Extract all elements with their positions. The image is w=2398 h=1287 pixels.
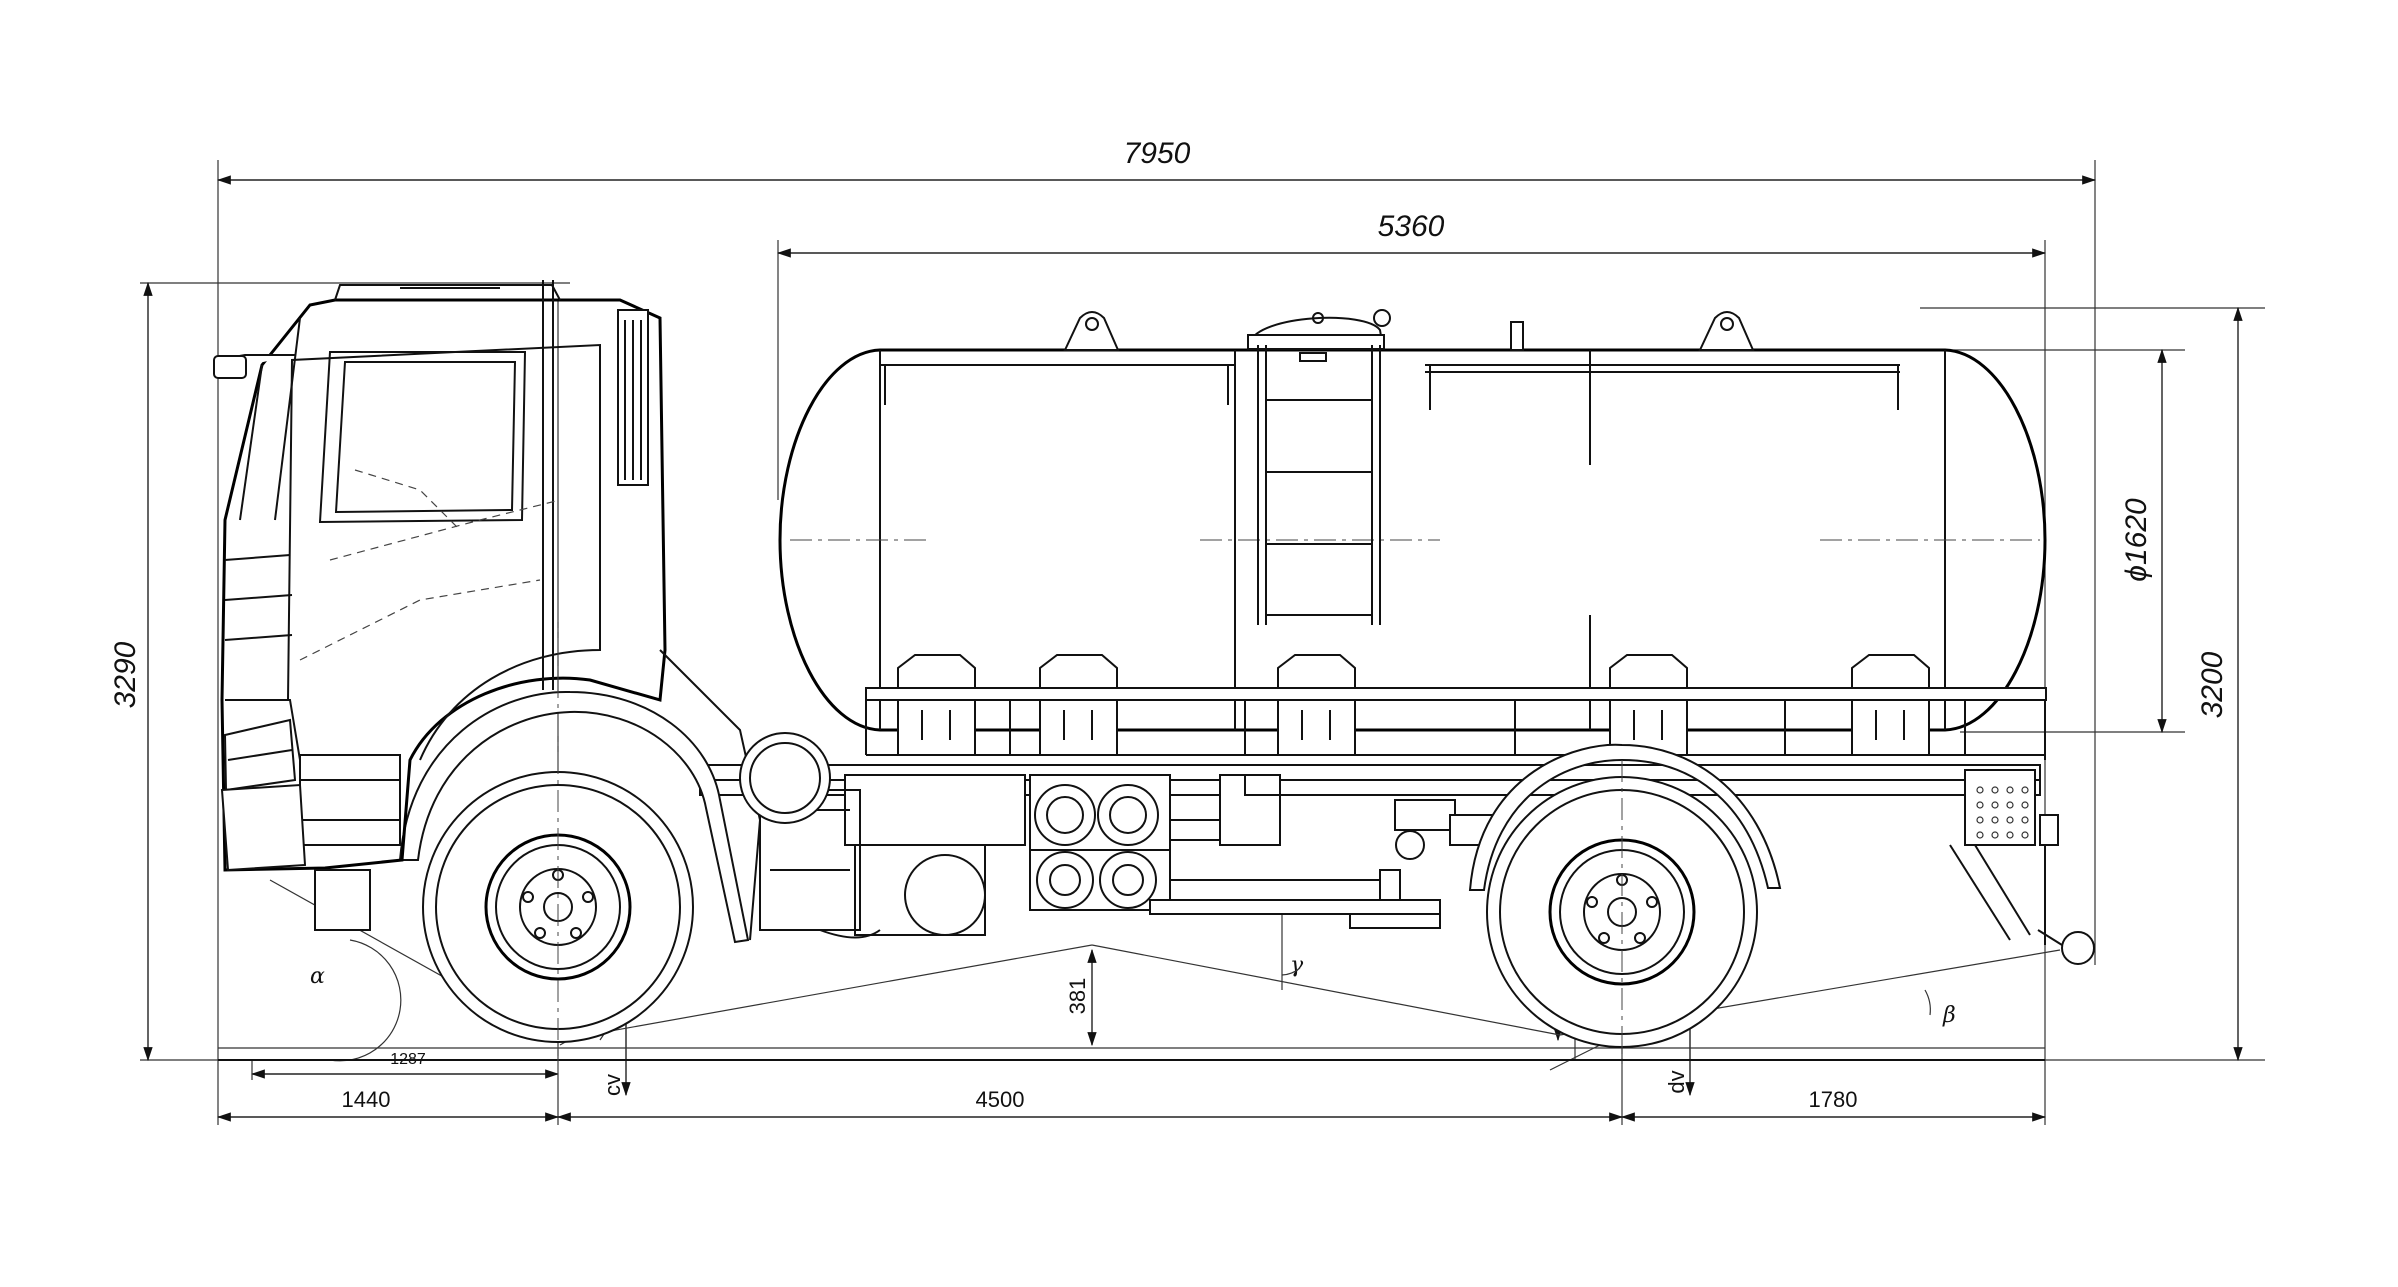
rear-fender (1468, 743, 1782, 891)
dimension-lines (143, 175, 2243, 1122)
ramp-angle-label: γ (1290, 953, 1304, 978)
saddles (897, 654, 1930, 756)
overall-length-label: 7950 (1124, 137, 1191, 170)
tank-height-label: 3200 (2196, 651, 2229, 718)
rear-dv-label: dv (1664, 1070, 1689, 1093)
cab (213, 280, 831, 944)
front-cv-label: cv (600, 1074, 625, 1096)
tank-length-label: 5360 (1378, 210, 1445, 243)
approach-angle-label: α (310, 964, 325, 989)
rear-wheel (1468, 743, 1782, 1070)
front-overhang-label: 1440 (342, 1087, 391, 1112)
ground-clearance-label: 381 (1065, 978, 1090, 1015)
wheelbase-label: 4500 (976, 1087, 1025, 1112)
front-fender (398, 690, 750, 944)
departure-angle-label: β (1942, 1003, 1956, 1028)
ladder (1257, 345, 1381, 625)
overall-height-label: 3290 (109, 641, 142, 708)
tank-diameter-label: ϕ1620 (2120, 498, 2153, 582)
towing-hitch (2061, 931, 2095, 965)
equipment (759, 774, 1496, 939)
rear-overhang-label: 1780 (1809, 1087, 1858, 1112)
tank (778, 309, 2047, 732)
subframe (865, 654, 2047, 760)
